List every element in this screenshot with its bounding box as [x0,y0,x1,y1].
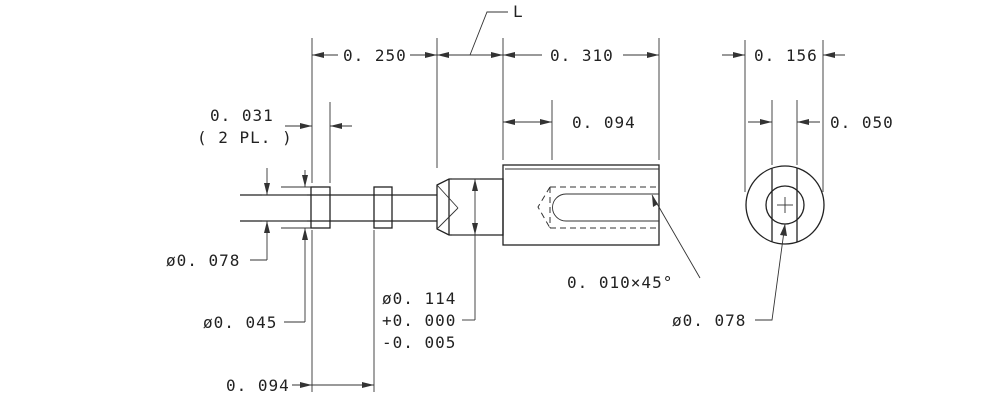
label-dim-0094-bottom: 0. 094 [226,376,290,395]
label-dia-0114: ø0. 114 [382,289,456,308]
label-tol-plus: +0. 000 [382,311,456,330]
label-dim-0031: 0. 031 [210,106,274,125]
label-dim-0310: 0. 310 [550,46,614,65]
label-dim-0156: 0. 156 [754,46,818,65]
pin-head [436,178,504,236]
dimension-labels: L 0. 250 0. 310 0. 156 0. 031 ( 2 PL. ) … [166,2,894,395]
label-dia-0078-left: ø0. 078 [166,251,240,270]
collar-2 [373,186,393,229]
hidden-bore [537,186,659,229]
label-chamfer: 0. 010×45° [567,273,673,292]
collar-1 [310,186,331,229]
solder-cup [502,164,660,246]
label-dia-0078-right: ø0. 078 [672,311,746,330]
arrowheads [264,52,835,388]
end-view-outer-circle [745,165,825,245]
label-dim-0250: 0. 250 [343,46,407,65]
label-dim-0094-top: 0. 094 [572,113,636,132]
end-view [745,165,825,245]
label-2-places: ( 2 PL. ) [197,128,293,147]
label-tol-minus: -0. 005 [382,333,456,352]
dimension-lines [250,11,845,392]
label-dim-0050: 0. 050 [830,113,894,132]
label-overall-length: L [513,2,524,21]
label-dia-0045: ø0. 045 [203,313,277,332]
